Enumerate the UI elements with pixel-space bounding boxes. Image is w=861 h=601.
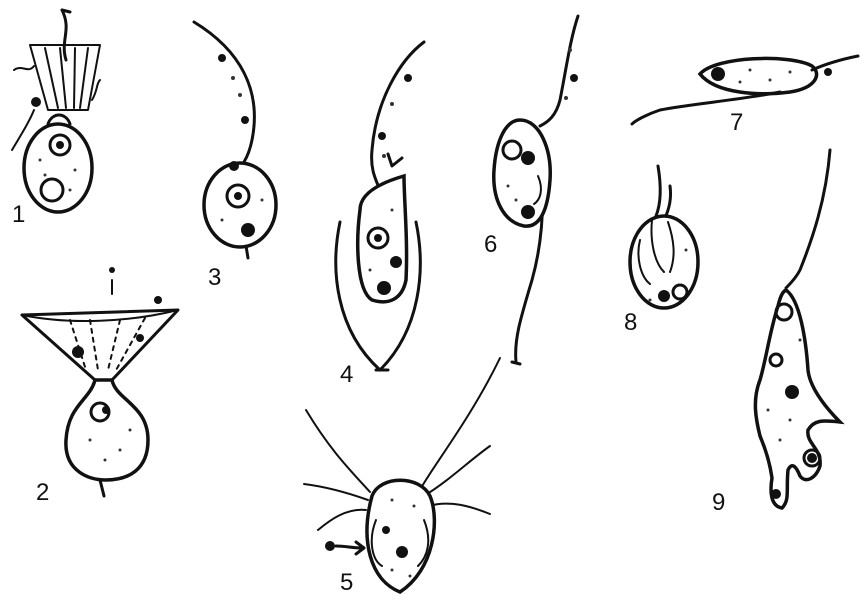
figure-label-7: 7	[730, 109, 743, 136]
figure-label-3: 3	[208, 264, 221, 291]
figure-label-4: 4	[340, 361, 353, 388]
organism-1: 1	[12, 10, 100, 228]
organism-6: 6	[484, 16, 578, 364]
figure-label-8: 8	[624, 309, 637, 336]
organism-5: 5	[304, 358, 500, 596]
organism-9: 9	[712, 150, 840, 516]
organism-8: 8	[624, 166, 698, 336]
organism-3: 3	[194, 22, 276, 291]
organism-7: 7	[632, 56, 858, 136]
figure-label-2: 2	[36, 479, 49, 506]
organism-4: 4	[336, 42, 424, 388]
figure-label-9: 9	[712, 489, 725, 516]
figure-label-5: 5	[340, 569, 353, 596]
figure-label-6: 6	[484, 231, 497, 258]
figure-label-1: 1	[12, 201, 25, 228]
organism-2: 2	[22, 267, 178, 506]
